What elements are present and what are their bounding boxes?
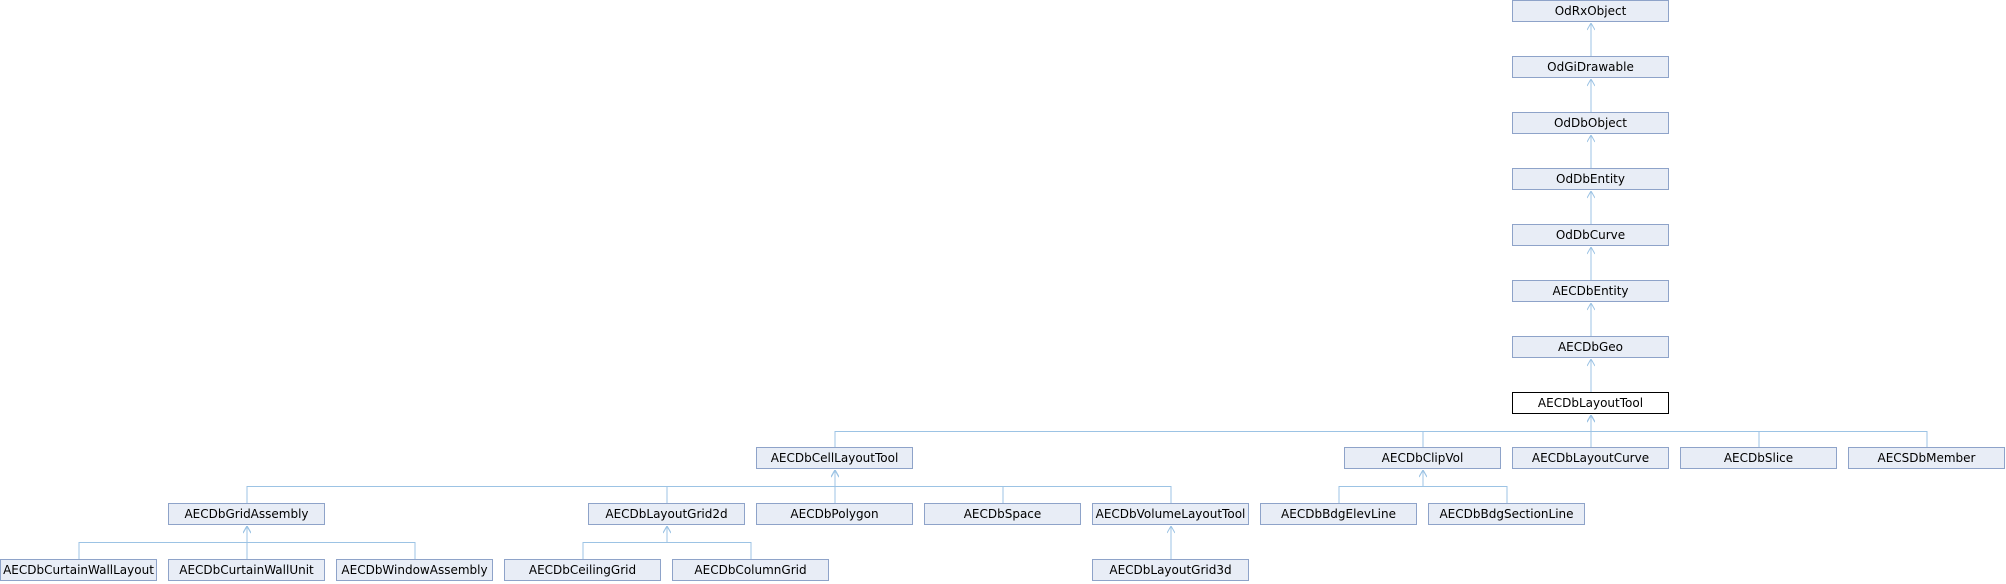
- edge-AECDbLayoutGrid2d-to-AECDbCellLayoutTool: [666, 470, 835, 503]
- class-node-OdGiDrawable[interactable]: OdGiDrawable: [1512, 56, 1669, 78]
- edge-AECDbVolumeLayoutTool-to-AECDbCellLayoutTool: [835, 470, 1172, 503]
- class-node-AECDbLayoutTool: AECDbLayoutTool: [1512, 392, 1669, 414]
- class-node-OdDbObject[interactable]: OdDbObject: [1512, 112, 1669, 134]
- class-node-AECDbSlice[interactable]: AECDbSlice: [1680, 447, 1837, 469]
- class-node-AECDbGeo[interactable]: AECDbGeo: [1512, 336, 1669, 358]
- class-node-AECDbCellLayoutTool[interactable]: AECDbCellLayoutTool: [756, 447, 913, 469]
- class-node-OdDbCurve[interactable]: OdDbCurve: [1512, 224, 1669, 246]
- class-node-AECDbEntity[interactable]: AECDbEntity: [1512, 280, 1669, 302]
- edge-AECDbBdgSectionLine-to-AECDbClipVol: [1423, 470, 1508, 503]
- edge-AECDbBdgElevLine-to-AECDbClipVol: [1338, 470, 1423, 503]
- class-node-AECDbPolygon[interactable]: AECDbPolygon: [756, 503, 913, 525]
- class-node-AECDbClipVol[interactable]: AECDbClipVol: [1344, 447, 1501, 469]
- class-node-AECDbBdgElevLine[interactable]: AECDbBdgElevLine: [1260, 503, 1417, 525]
- class-node-AECDbLayoutCurve[interactable]: AECDbLayoutCurve: [1512, 447, 1669, 469]
- class-node-AECDbBdgSectionLine[interactable]: AECDbBdgSectionLine: [1428, 503, 1585, 525]
- class-node-AECDbGridAssembly[interactable]: AECDbGridAssembly: [168, 503, 325, 525]
- edge-AECDbCurtainWallLayout-to-AECDbGridAssembly: [78, 526, 247, 559]
- class-node-AECDbCurtainWallUnit[interactable]: AECDbCurtainWallUnit: [168, 559, 325, 581]
- class-node-AECSDbMember[interactable]: AECSDbMember: [1848, 447, 2005, 469]
- class-node-AECDbWindowAssembly[interactable]: AECDbWindowAssembly: [336, 559, 493, 581]
- class-node-AECDbSpace[interactable]: AECDbSpace: [924, 503, 1081, 525]
- edge-AECDbWindowAssembly-to-AECDbGridAssembly: [247, 526, 416, 559]
- edge-AECDbClipVol-to-AECDbLayoutTool: [1422, 415, 1591, 447]
- edge-AECDbColumnGrid-to-AECDbLayoutGrid2d: [667, 526, 752, 559]
- class-node-AECDbLayoutGrid2d[interactable]: AECDbLayoutGrid2d: [588, 503, 745, 525]
- edge-AECDbCeilingGrid-to-AECDbLayoutGrid2d: [582, 526, 667, 559]
- class-node-AECDbVolumeLayoutTool[interactable]: AECDbVolumeLayoutTool: [1092, 503, 1249, 525]
- class-node-AECDbCeilingGrid[interactable]: AECDbCeilingGrid: [504, 559, 661, 581]
- class-node-AECDbCurtainWallLayout[interactable]: AECDbCurtainWallLayout: [0, 559, 157, 581]
- class-node-OdRxObject[interactable]: OdRxObject: [1512, 0, 1669, 22]
- class-node-AECDbColumnGrid[interactable]: AECDbColumnGrid: [672, 559, 829, 581]
- class-node-AECDbLayoutGrid3d[interactable]: AECDbLayoutGrid3d: [1092, 559, 1249, 581]
- edge-AECSDbMember-to-AECDbLayoutTool: [1591, 415, 1928, 447]
- class-node-OdDbEntity[interactable]: OdDbEntity: [1512, 168, 1669, 190]
